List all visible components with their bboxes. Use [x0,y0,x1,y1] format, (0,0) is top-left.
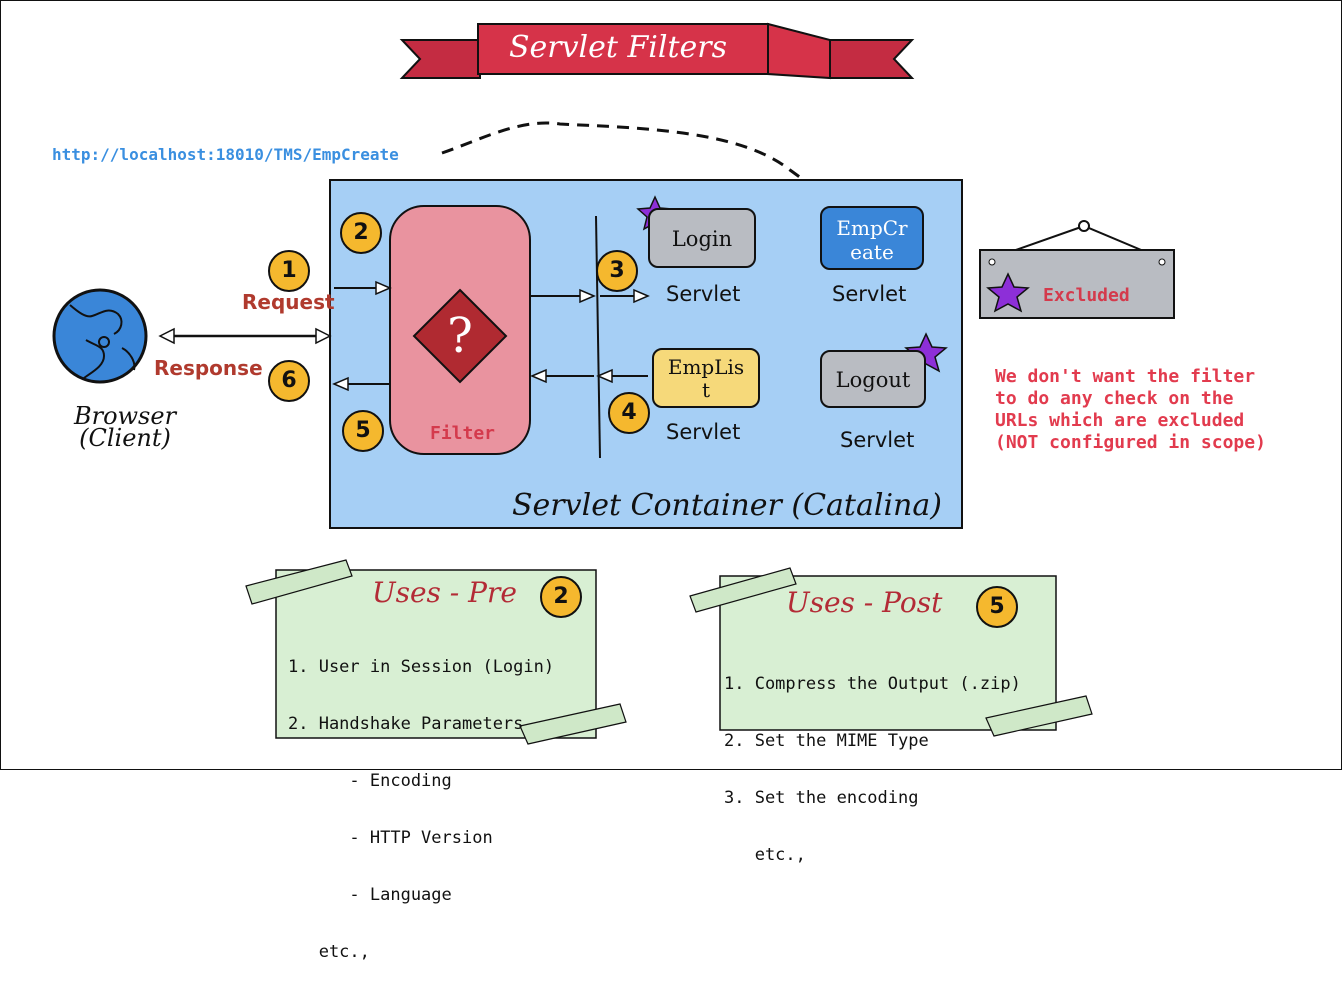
pre-card-item: 1. User in Session (Login) [288,657,555,677]
filter-label: Filter [430,423,496,444]
request-label: Request [242,290,335,314]
exclusion-note-line4: (NOT configured in scope) [995,432,1266,453]
globe-icon [52,288,148,384]
page-title: Servlet Filters [508,30,728,65]
browser-label: Browser (Client) [60,402,190,452]
pre-card-badge: 2 [540,576,582,618]
pre-card-item: - HTTP Version [288,828,493,848]
request-url: http://localhost:18010/TMS/EmpCreate [52,145,399,164]
post-card-item: etc., [724,845,806,865]
post-card-list: 1. Compress the Output (.zip) 2. Set the… [724,637,1021,884]
post-card [689,567,1093,737]
container-label: Servlet Container (Catalina) [512,488,942,523]
step-badge-2: 2 [340,212,382,254]
title-banner [399,22,915,80]
exclusion-note-line2: to do any check on the [995,388,1234,409]
empcreate-servlet: EmpCr eate [820,206,924,270]
url-connector [441,121,839,207]
emplist-servlet: EmpLis t [652,348,760,408]
pre-card-item: 2. Handshake Parameters [288,714,524,734]
pre-card-list: 1. User in Session (Login) 2. Handshake … [288,620,554,981]
excluded-label: Excluded [1043,285,1130,306]
post-card-badge: 5 [976,586,1018,628]
login-servlet: Login [648,208,756,268]
post-card-item: 2. Set the MIME Type [724,731,929,751]
pre-card-item: - Encoding [288,771,452,791]
purple-star-icon [986,272,1030,313]
exclusion-note-line3: URLs which are excluded [995,410,1245,431]
exclusion-note-line1: We don't want the filter [995,366,1256,387]
browser-label-line2: (Client) [79,424,171,452]
login-servlet-type: Servlet [666,282,741,306]
step-badge-1: 1 [268,250,310,292]
filter-diamond [412,288,508,384]
login-servlet-name: Login [671,227,733,251]
response-label: Response [154,356,263,380]
step-badge-5: 5 [342,410,384,452]
pre-card-item: - Language [288,885,452,905]
empcreate-servlet-name-line2: eate [850,240,894,264]
logout-servlet-name: Logout [835,368,911,392]
logout-servlet: Logout [820,350,926,408]
pre-card-title: Uses - Pre [372,576,517,609]
emplist-servlet-type: Servlet [666,420,741,444]
logout-servlet-type: Servlet [840,428,915,452]
pre-card-item: etc., [288,942,370,962]
post-card-item: 1. Compress the Output (.zip) [724,674,1021,694]
browser-label-line1: Browser [73,402,177,430]
post-card-title: Uses - Post [786,586,943,619]
filter-question-icon: ? [447,308,473,364]
step-badge-3: 3 [596,250,638,292]
excluded-legend-board [979,220,1175,319]
servlet-divider [595,215,601,459]
diagram-frame [0,0,1342,770]
empcreate-servlet-type: Servlet [832,282,907,306]
post-card-item: 3. Set the encoding [724,788,919,808]
step-badge-6: 6 [268,360,310,402]
step-badge-4: 4 [608,392,650,434]
emplist-servlet-name-line1: EmpLis [667,355,745,379]
empcreate-servlet-name-line1: EmpCr [836,216,908,240]
emplist-servlet-name-line2: t [701,378,711,402]
